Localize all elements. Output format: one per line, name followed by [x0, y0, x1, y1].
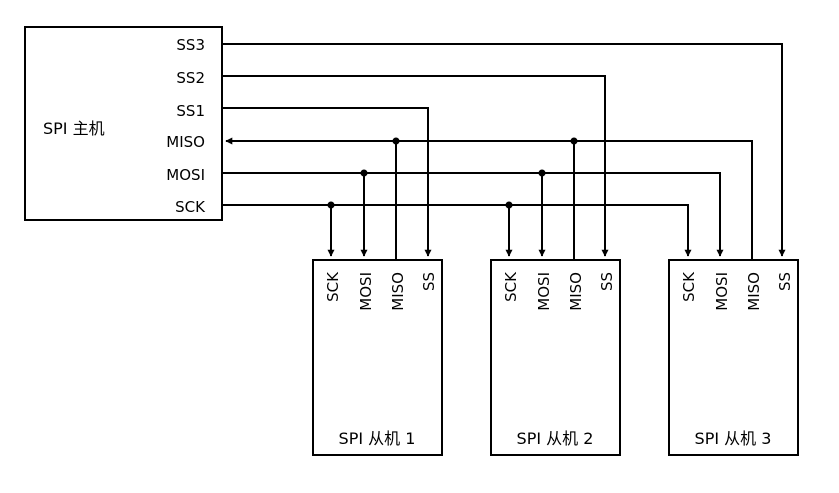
sck-junction-2	[505, 201, 513, 209]
mosi-junction-2	[538, 169, 546, 177]
master-box	[24, 26, 223, 221]
slave-1-pin-sck: SCK	[324, 271, 342, 302]
slave-3-box	[668, 259, 799, 456]
miso-junction-2	[570, 137, 578, 145]
sck-wires	[222, 201, 692, 257]
slave-2-pin-sck: SCK	[502, 271, 520, 302]
miso-bus-line	[225, 137, 753, 260]
master-pin-ss2: SS2	[176, 69, 205, 87]
master-pin-miso: MISO	[166, 133, 205, 151]
master-pin-ss3: SS3	[176, 36, 205, 54]
mosi-wires	[222, 169, 724, 257]
ss3-line	[222, 43, 786, 257]
miso-junction-1	[392, 137, 400, 145]
ss2-line	[222, 75, 609, 257]
mosi-junction-1	[360, 169, 368, 177]
slave-3-pin-mosi: MOSI	[713, 272, 731, 311]
slave-3-label: SPI 从机 3	[695, 429, 772, 448]
ss1-line	[222, 107, 432, 257]
slave-3-pin-miso: MISO	[745, 272, 763, 311]
slave-2-label: SPI 从机 2	[517, 429, 594, 448]
sck-junction-1	[327, 201, 335, 209]
slave-2-box	[490, 259, 621, 456]
slave-1-pin-ss: SS	[420, 272, 438, 291]
slave-1-label: SPI 从机 1	[339, 429, 416, 448]
slave-1-box	[312, 259, 443, 456]
master-pin-sck: SCK	[175, 198, 206, 216]
master-pin-mosi: MOSI	[166, 166, 205, 184]
slave-1-pin-mosi: MOSI	[357, 272, 375, 311]
slave-3-pin-sck: SCK	[680, 271, 698, 302]
master-pin-ss1: SS1	[176, 102, 205, 120]
master-label: SPI 主机	[43, 119, 105, 138]
slave-2-pin-ss: SS	[598, 272, 616, 291]
slave-3-pin-ss: SS	[776, 272, 794, 291]
slave-2-pin-miso: MISO	[567, 272, 585, 311]
sck-bus-line	[222, 204, 692, 257]
slave-2-pin-mosi: MOSI	[535, 272, 553, 311]
miso-wires	[225, 137, 753, 260]
mosi-bus-line	[222, 172, 724, 257]
slave-1-pin-miso: MISO	[389, 272, 407, 311]
